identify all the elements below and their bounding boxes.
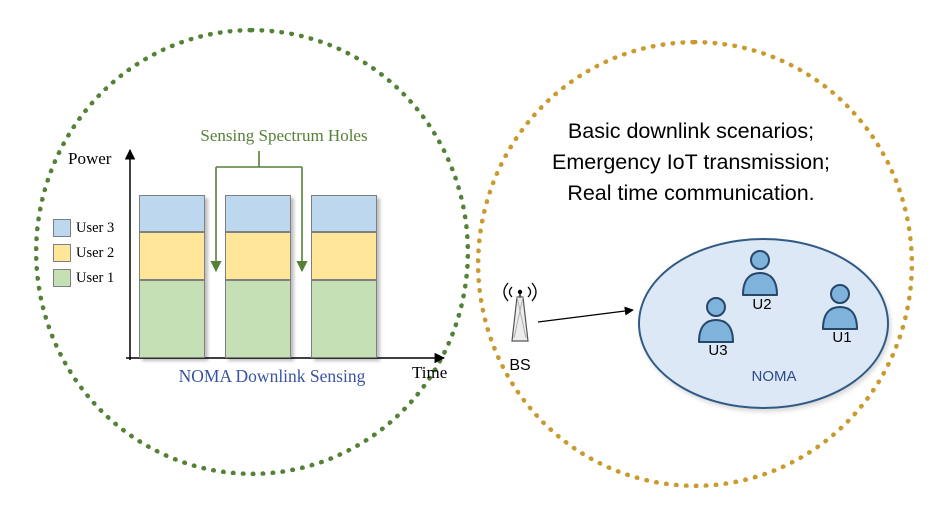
bar1-user2-segment [139,232,205,280]
chart-caption: NOMA Downlink Sensing [178,366,366,386]
scenario-line-2: Emergency IoT transmission; [551,150,830,174]
legend-swatch-user1 [53,269,71,287]
legend-swatch-user3 [53,219,71,237]
legend-label-user1: User 1 [76,269,115,286]
y-axis-label: Power [68,149,112,168]
bs-mast [511,294,529,342]
legend-swatch-user2 [53,244,71,262]
user-icon-u2 [742,250,778,296]
spectrum-holes-annotation: Sensing Spectrum Holes [200,126,368,145]
bs-label: BS [509,357,531,374]
x-axis-label: Time [412,363,448,382]
bar3-user2-segment [311,232,377,280]
legend-item-user2: User 2 [53,244,114,262]
legend-item-user1: User 1 [53,269,114,287]
user-label-u1: U1 [832,329,852,346]
bar2-user2-segment [225,232,291,280]
bar2-user1-segment [225,280,291,358]
noma-label: NOMA [751,368,797,385]
legend-label-user2: User 2 [76,244,115,261]
bar1-user3-segment [139,195,205,232]
chart-legend: User 3 User 2 User 1 [53,219,114,287]
noma-power-bar-1 [139,195,205,358]
bar3-user1-segment [311,280,377,358]
legend-item-user3: User 3 [53,219,114,237]
scenario-line-1: Basic downlink scenarios; [567,119,815,143]
scenario-text-block: Basic downlink scenarios; Emergency IoT … [498,116,884,209]
bar1-user1-segment [139,280,205,358]
bar2-user3-segment [225,195,291,232]
bs-signal-waves [503,282,537,302]
scenario-line-3: Real time communication. [567,181,815,205]
legend-label-user3: User 3 [76,219,115,236]
base-station-icon [503,282,537,342]
right-scenario-circle [476,40,914,488]
user-label-u2: U2 [752,296,772,313]
user-icon-u3 [698,297,734,343]
noma-power-bar-3 [311,195,377,358]
bar3-user3-segment [311,195,377,232]
left-scenario-circle [34,28,470,476]
user-icon-u1 [822,284,858,330]
noma-power-bar-2 [225,195,291,358]
user-label-u3: U3 [708,342,728,359]
